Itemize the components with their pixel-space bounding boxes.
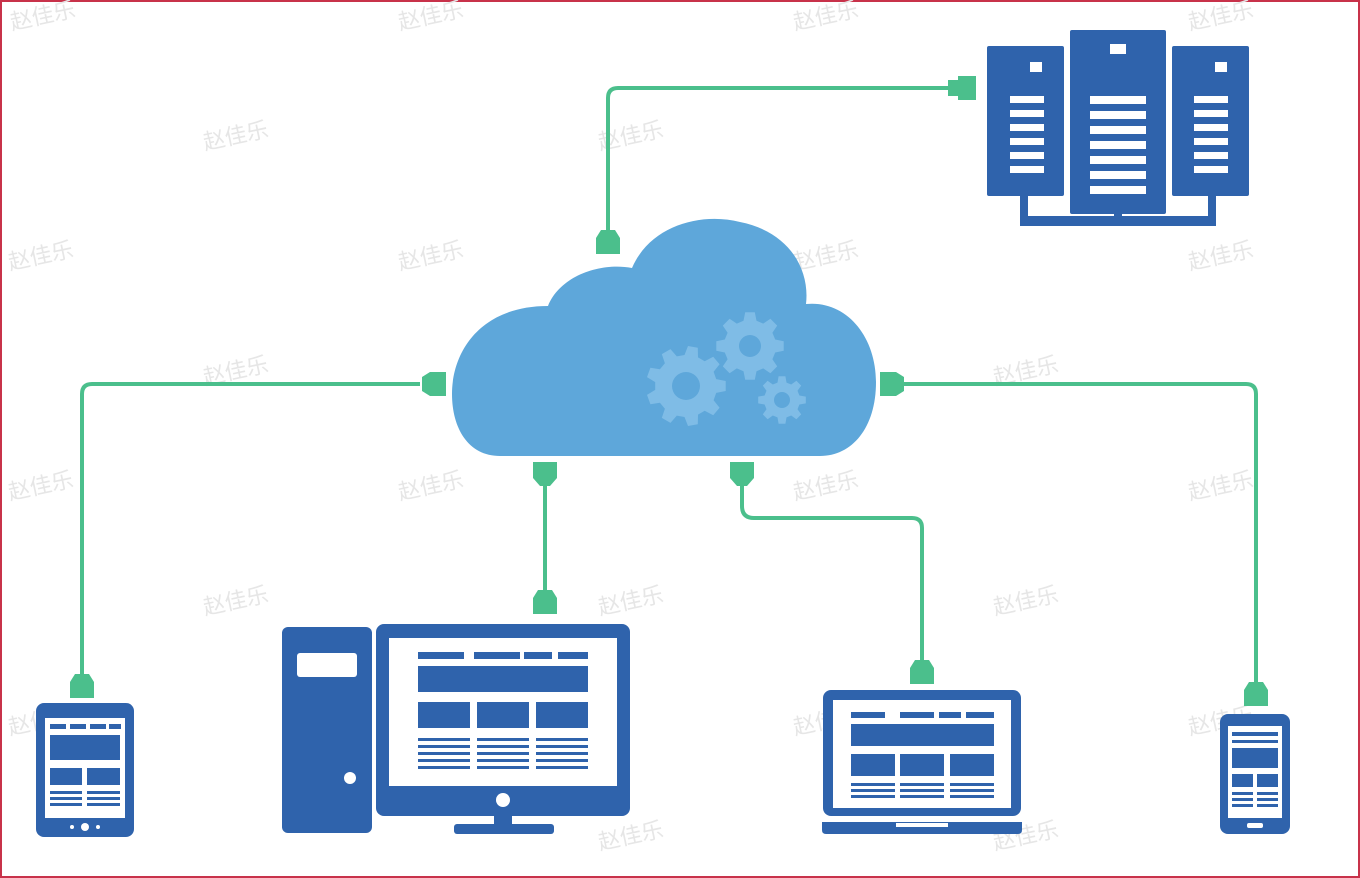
- edge-cloud-tablet: [80, 382, 420, 680]
- plug-laptop: [910, 660, 934, 684]
- plug-phone: [1244, 682, 1268, 706]
- edge-cloud-laptop: [740, 478, 924, 662]
- plug-tablet: [70, 674, 94, 698]
- watermark-text: 赵佳乐: [8, 0, 78, 36]
- watermark-text: 赵佳乐: [6, 468, 76, 506]
- desktop-computer-icon: [282, 624, 630, 834]
- watermark-text: 赵佳乐: [791, 468, 861, 506]
- watermark-text: 赵佳乐: [596, 583, 666, 621]
- watermark-text: 赵佳乐: [596, 818, 666, 856]
- tablet-icon: [36, 703, 134, 837]
- plug-cloud-right: [880, 372, 904, 396]
- plug-cloud-bottom-right: [730, 462, 754, 486]
- gear-icon: [647, 346, 726, 426]
- watermark-text: 赵佳乐: [1186, 468, 1256, 506]
- server-rack-icon: [987, 30, 1249, 226]
- watermark-text: 赵佳乐: [201, 583, 271, 621]
- watermark-text: 赵佳乐: [1186, 0, 1256, 36]
- plug-cloud-bottom-left: [533, 462, 557, 486]
- plug-cloud-left: [422, 372, 446, 396]
- plug-cloud-top: [596, 230, 620, 254]
- laptop-icon: [822, 690, 1022, 834]
- smartphone-icon: [1220, 714, 1290, 834]
- edge-cloud-phone: [895, 382, 1258, 686]
- watermark-text: 赵佳乐: [6, 238, 76, 276]
- gear-icon: [758, 376, 806, 424]
- gear-icon: [716, 312, 784, 380]
- cloud-with-gears-icon: [452, 218, 876, 456]
- plug-desktop: [533, 590, 557, 614]
- watermark-text: 赵佳乐: [1186, 238, 1256, 276]
- watermark-text: 赵佳乐: [201, 118, 271, 156]
- watermark-text: 赵佳乐: [791, 0, 861, 36]
- watermark-text: 赵佳乐: [991, 583, 1061, 621]
- edge-cloud-server: [606, 86, 955, 232]
- watermark-text: 赵佳乐: [396, 0, 466, 36]
- watermark-text: 赵佳乐: [396, 468, 466, 506]
- watermark-text: 赵佳乐: [396, 238, 466, 276]
- plug-server-end: [948, 76, 976, 100]
